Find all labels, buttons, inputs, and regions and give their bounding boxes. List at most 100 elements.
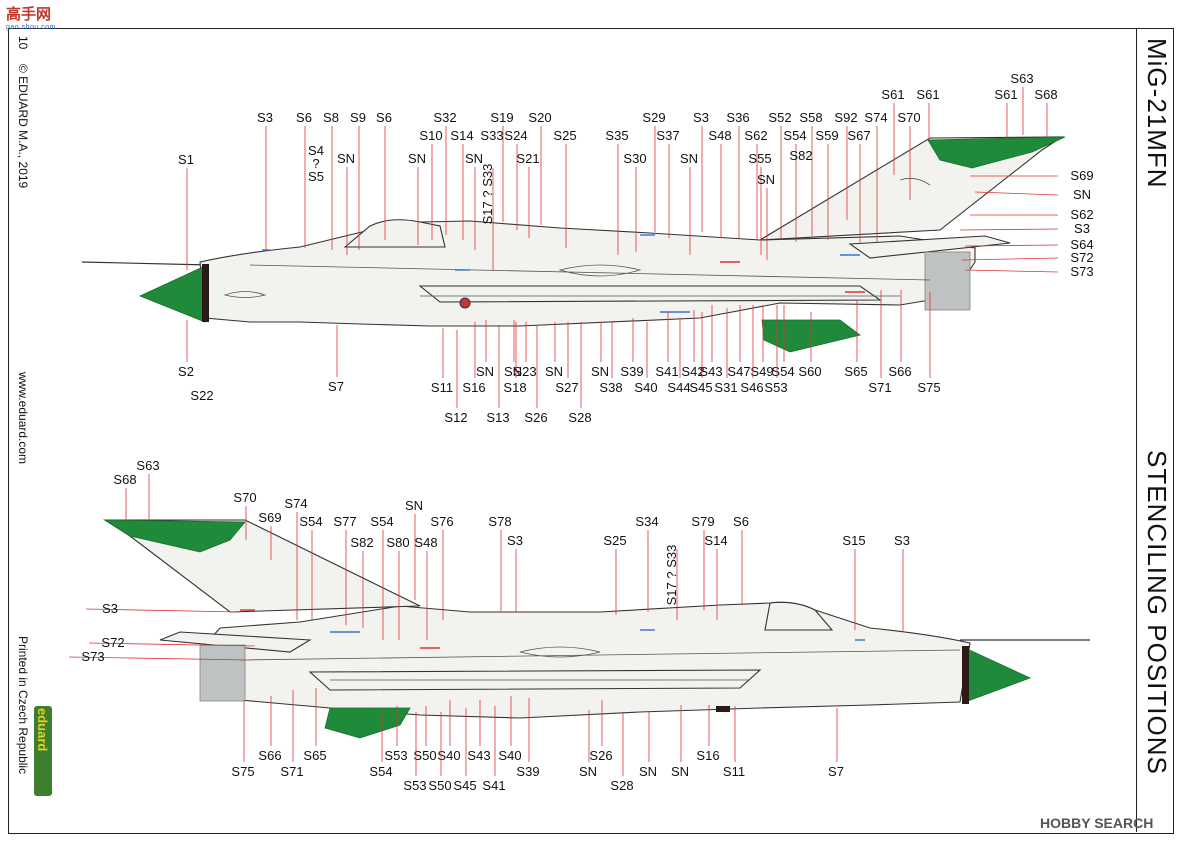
stencil-label: S55	[748, 151, 771, 166]
stencil-label: S40	[437, 748, 460, 763]
stencil-label: S32	[433, 110, 456, 125]
bottom-gun-port	[716, 706, 730, 712]
stencil-label: S6	[733, 514, 749, 529]
stencil-label: S19	[490, 110, 513, 125]
stencil-label: S28	[568, 410, 591, 425]
stencil-label: S44	[667, 380, 690, 395]
stencil-label: S45	[453, 778, 476, 793]
stencil-label: S46	[740, 380, 763, 395]
stencil-label: S48	[708, 128, 731, 143]
stencil-label: SN	[671, 764, 689, 779]
stencil-label: SN	[757, 172, 775, 187]
stencil-label: S61	[994, 87, 1017, 102]
stencil-label: S14	[450, 128, 473, 143]
stencil-label: S43	[467, 748, 490, 763]
stencil-label: S43	[699, 364, 722, 379]
stencil-label: SN	[545, 364, 563, 379]
stencil-label: S92	[834, 110, 857, 125]
stencil-label: S13	[486, 410, 509, 425]
stencil-leader-line	[88, 642, 256, 647]
top-spine-panel	[558, 264, 642, 277]
stencil-label: S69	[258, 510, 281, 525]
stencil-label: S3	[894, 533, 910, 548]
top-fin-tip	[927, 136, 1066, 169]
stencil-label: S4	[308, 143, 324, 158]
stencil-label: ?	[312, 156, 319, 171]
bottom-nose-cone	[964, 647, 1032, 703]
stencil-label: S54	[370, 514, 393, 529]
stencil-label: S82	[789, 148, 812, 163]
stencil-label: S17 ? S33	[664, 545, 679, 606]
stencil-label: S22	[190, 388, 213, 403]
stencil-label: S66	[888, 364, 911, 379]
stencil-label: S2	[178, 364, 194, 379]
stencil-label: S40	[634, 380, 657, 395]
stencil-label: S9	[350, 110, 366, 125]
stencil-label: S75	[917, 380, 940, 395]
top-nose-cone	[138, 265, 206, 323]
stencil-label: S6	[296, 110, 312, 125]
watermark-top: 高手网 gao.shou.com	[6, 3, 56, 31]
top-canopy	[343, 219, 446, 248]
stencil-label: S73	[81, 649, 104, 664]
stencil-label: SN	[1073, 187, 1091, 202]
stencil-label: S78	[488, 514, 511, 529]
stencil-label: S31	[714, 380, 737, 395]
stencil-label: S53	[764, 380, 787, 395]
stencil-label: S54	[771, 364, 794, 379]
stencil-label: SN	[591, 364, 609, 379]
stencil-label: S38	[599, 380, 622, 395]
stencil-label: S58	[799, 110, 822, 125]
watermark-bottom: HOBBY SEARCH	[1040, 815, 1154, 831]
watermark-top-text: 高手网	[6, 6, 52, 23]
stencil-label: S62	[1070, 207, 1093, 222]
stencil-label: S41	[655, 364, 678, 379]
stencil-label: S29	[642, 110, 665, 125]
stencil-label: S79	[691, 514, 714, 529]
stencil-label: S60	[798, 364, 821, 379]
stencil-leader-line	[964, 244, 1059, 247]
stencil-label: SN	[579, 764, 597, 779]
stencil-label: S42	[681, 364, 704, 379]
bottom-tail-panel	[199, 644, 246, 702]
stencil-label: S1	[178, 152, 194, 167]
stencil-label: S68	[113, 472, 136, 487]
stencil-label: S82	[350, 535, 373, 550]
top-wing-root	[418, 285, 882, 303]
stencil-label: S21	[516, 151, 539, 166]
stencil-label: S7	[828, 764, 844, 779]
stencil-label: S3	[507, 533, 523, 548]
top-nose-hatch	[223, 291, 267, 298]
stencil-label: S48	[414, 535, 437, 550]
bottom-fin-tip	[103, 519, 246, 553]
stencil-label: S77	[333, 514, 356, 529]
top-fuselage	[199, 220, 976, 327]
stencil-label: S40	[498, 748, 521, 763]
stencil-label: SN	[680, 151, 698, 166]
stencil-label: S17 ? S33	[480, 164, 495, 225]
stencil-label: S37	[656, 128, 679, 143]
stencil-label: S74	[284, 496, 307, 511]
stencil-label: S25	[603, 533, 626, 548]
stencil-label: S3	[102, 601, 118, 616]
stencil-label: S3	[693, 110, 709, 125]
stencil-label: S62	[744, 128, 767, 143]
top-pitot	[81, 261, 211, 266]
top-aircraft	[81, 136, 1066, 353]
stencil-label: S39	[516, 764, 539, 779]
top-fin-marking	[899, 177, 931, 186]
stencil-label: S71	[280, 764, 303, 779]
eduard-logo: eduard	[34, 706, 52, 796]
stencil-label: S54	[783, 128, 806, 143]
top-intake-lip	[202, 264, 209, 322]
top-panel-line	[249, 264, 931, 281]
stencil-label: S3	[1074, 221, 1090, 236]
stencil-label: SN	[476, 364, 494, 379]
top-tail-panel	[924, 251, 971, 311]
bottom-panel-line	[239, 649, 961, 661]
bottom-canopy	[764, 601, 834, 631]
stencil-label: S80	[386, 535, 409, 550]
stencil-label: S10	[419, 128, 442, 143]
stencil-label: S75	[231, 764, 254, 779]
